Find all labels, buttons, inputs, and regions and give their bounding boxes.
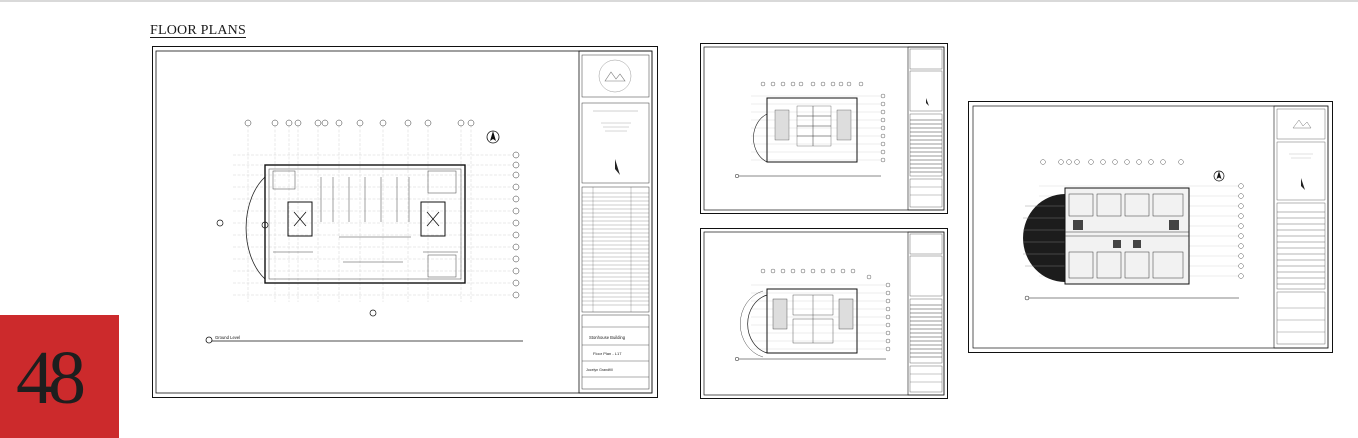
floor-plan-sheet-large: Stonhouse Building Floor Plan - L17 Joce… xyxy=(152,46,658,398)
floor-plan-drawing xyxy=(703,46,945,211)
page-number: 48 xyxy=(16,336,86,420)
drawing-name: Floor Plan - L17 xyxy=(593,351,622,356)
floor-plan-sheet-lower xyxy=(700,228,948,399)
section-title: FLOOR PLANS xyxy=(150,23,246,38)
author-name: Jocelyn Grandfill xyxy=(586,368,613,372)
floor-plan-drawing xyxy=(972,105,1329,349)
level-label: Ground Level xyxy=(215,335,240,340)
project-name: Stonhouse Building xyxy=(589,335,626,340)
floor-plan-drawing: Stonhouse Building Floor Plan - L17 Joce… xyxy=(155,50,653,394)
page-badge xyxy=(0,315,119,438)
floor-plan-drawing xyxy=(703,231,945,396)
top-divider xyxy=(0,0,1358,2)
floor-plan-sheet-upper xyxy=(700,43,948,214)
floor-plan-sheet-right xyxy=(968,101,1333,353)
